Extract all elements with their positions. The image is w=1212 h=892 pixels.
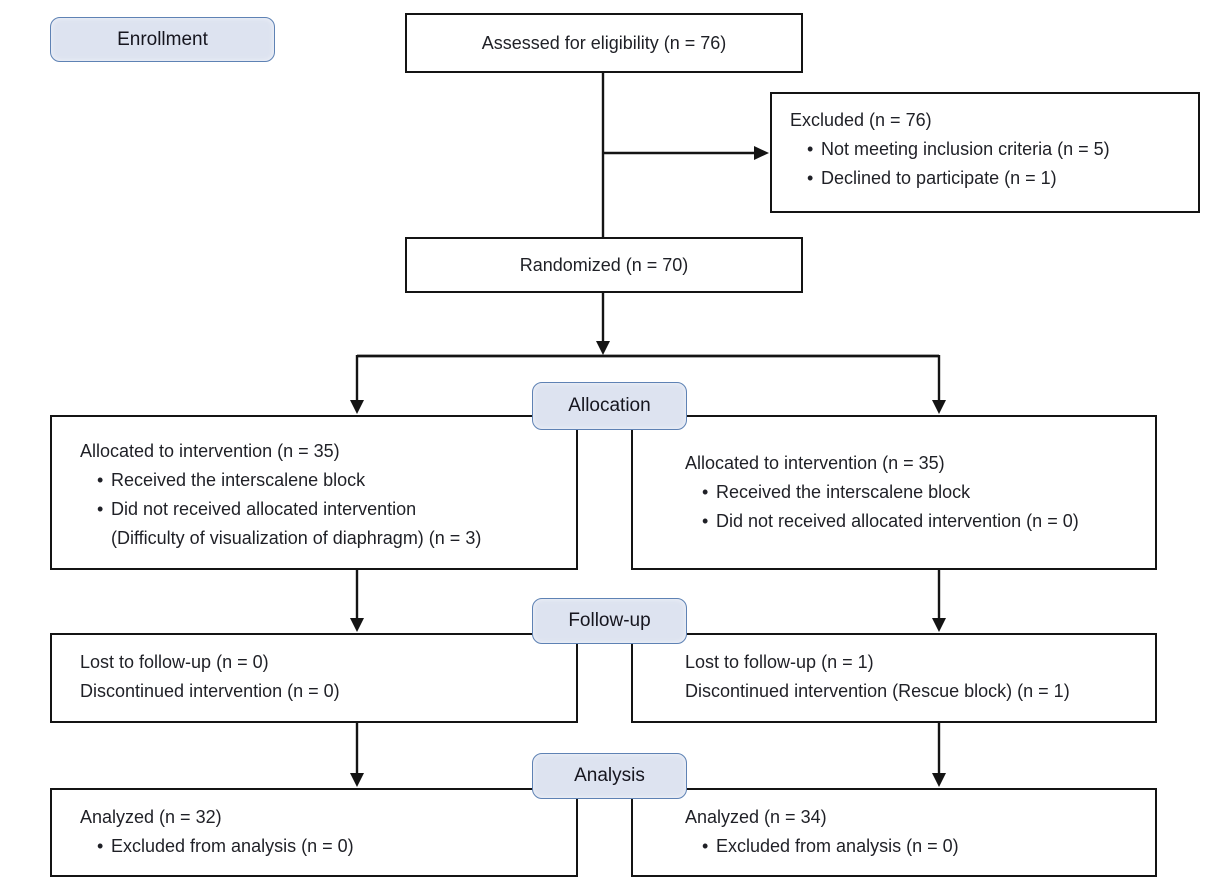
connector-split-bar xyxy=(355,354,941,401)
box-assessed-text: Assessed for eligibility (n = 76) xyxy=(481,32,727,53)
box-excluded-title: Excluded (n = 76) xyxy=(790,110,932,130)
box-allocation-right-bullet: Did not received allocated intervention … xyxy=(702,507,1147,536)
box-analysis-right: Analyzed (n = 34) Excluded from analysis… xyxy=(631,788,1157,877)
box-followup-right-line: Lost to follow-up (n = 1) xyxy=(685,652,874,672)
box-allocation-left: Allocated to intervention (n = 35) Recei… xyxy=(50,415,578,570)
arrowhead-analysis-right xyxy=(932,773,946,787)
stage-badge-followup: Follow-up xyxy=(532,598,687,644)
box-analysis-left-title: Analyzed (n = 32) xyxy=(80,807,222,827)
stage-badge-allocation: Allocation xyxy=(532,382,687,430)
stage-badge-enrollment: Enrollment xyxy=(50,17,275,62)
arrowhead-split xyxy=(596,341,610,355)
arrowhead-excluded xyxy=(754,146,769,160)
connector-allocation-to-followup xyxy=(355,570,941,619)
box-analysis-right-title: Analyzed (n = 34) xyxy=(685,807,827,827)
box-excluded: Excluded (n = 76) Not meeting inclusion … xyxy=(770,92,1200,213)
connector-followup-to-analysis xyxy=(355,723,941,774)
stage-label-followup: Follow-up xyxy=(568,610,651,631)
box-allocation-right: Allocated to intervention (n = 35) Recei… xyxy=(631,415,1157,570)
box-analysis-left: Analyzed (n = 32) Excluded from analysis… xyxy=(50,788,578,877)
box-allocation-left-title: Allocated to intervention (n = 35) xyxy=(80,441,340,461)
box-followup-left-line: Discontinued intervention (n = 0) xyxy=(80,681,340,701)
stage-label-analysis: Analysis xyxy=(574,765,645,786)
arrowhead-analysis-left xyxy=(350,773,364,787)
box-allocation-right-bullet: Received the interscalene block xyxy=(702,478,1147,507)
stage-label-allocation: Allocation xyxy=(568,395,651,416)
box-excluded-bullet: Not meeting inclusion criteria (n = 5) xyxy=(807,135,1190,164)
box-analysis-left-bullet: Excluded from analysis (n = 0) xyxy=(97,832,568,861)
arrowhead-allocation-left xyxy=(350,400,364,414)
box-allocation-left-continuation: (Difficulty of visualization of diaphrag… xyxy=(111,528,482,548)
box-assessed: Assessed for eligibility (n = 76) xyxy=(405,13,803,73)
stage-badge-analysis: Analysis xyxy=(532,753,687,799)
arrowhead-followup-left xyxy=(350,618,364,632)
box-allocation-right-title: Allocated to intervention (n = 35) xyxy=(685,453,945,473)
box-randomized: Randomized (n = 70) xyxy=(405,237,803,293)
box-analysis-right-bullet: Excluded from analysis (n = 0) xyxy=(702,832,1147,861)
box-randomized-text: Randomized (n = 70) xyxy=(519,254,689,275)
box-excluded-bullet: Declined to participate (n = 1) xyxy=(807,164,1190,193)
arrowhead-allocation-right xyxy=(932,400,946,414)
box-allocation-left-bullet: Received the interscalene block xyxy=(97,466,568,495)
box-followup-left: Lost to follow-up (n = 0) Discontinued i… xyxy=(50,633,578,723)
arrowhead-followup-right xyxy=(932,618,946,632)
box-followup-right-line: Discontinued intervention (Rescue block)… xyxy=(685,681,1070,701)
box-followup-left-line: Lost to follow-up (n = 0) xyxy=(80,652,269,672)
stage-label-enrollment: Enrollment xyxy=(117,28,208,50)
box-allocation-left-bullet: Did not received allocated intervention xyxy=(97,495,568,524)
box-followup-right: Lost to follow-up (n = 1) Discontinued i… xyxy=(631,633,1157,723)
